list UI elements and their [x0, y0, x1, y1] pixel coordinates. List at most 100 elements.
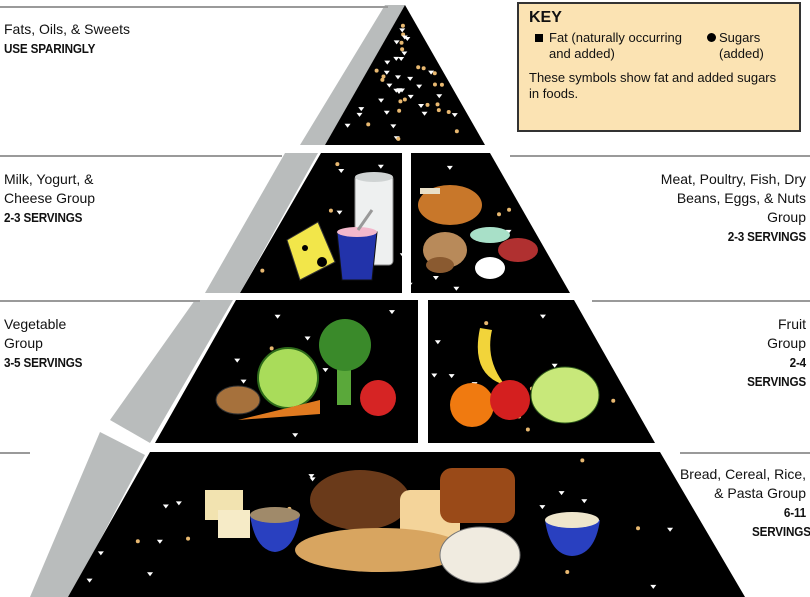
- fat-symbol: [397, 108, 402, 113]
- divider-line: [0, 155, 282, 157]
- key-fat-item: Fat (naturally occurring and added): [529, 30, 693, 62]
- side-band-2: [205, 153, 318, 293]
- sugar-symbol: [558, 491, 565, 496]
- nuts-beans-icon: [423, 232, 467, 273]
- baguette-icon: [295, 528, 465, 572]
- steak-icon: [498, 238, 538, 262]
- sugar-symbol: [338, 169, 345, 174]
- sugar-symbol: [147, 572, 154, 577]
- servings-text: 3-5 SERVINGS: [4, 355, 83, 370]
- sugar-symbol: [416, 84, 423, 89]
- fat-symbol: [432, 82, 437, 87]
- sugar-symbol: [434, 340, 441, 345]
- sugar-symbol: [551, 363, 558, 368]
- sugar-symbol: [383, 70, 390, 75]
- servings-text: 2-4 SERVINGS: [747, 355, 806, 389]
- label-vegetable-group: Vegetable Group 3-5 SERVINGS: [4, 315, 104, 372]
- fat-symbol: [439, 82, 444, 87]
- sugar-symbol: [432, 275, 439, 280]
- fat-symbol: [135, 539, 140, 544]
- sugar-symbol: [448, 374, 455, 379]
- sugar-symbol: [386, 83, 393, 88]
- sugar-symbol: [581, 499, 588, 504]
- sugar-symbol: [336, 210, 343, 215]
- label-bread-group: Bread, Cereal, Rice, & Pasta Group 6-11 …: [676, 465, 810, 541]
- sugar-symbol: [401, 35, 408, 40]
- sugar-symbol: [398, 88, 405, 93]
- label-milk-group: Milk, Yogurt, & Cheese Group 2-3 SERVING…: [4, 170, 114, 227]
- servings-text: 2-3 SERVINGS: [727, 229, 806, 244]
- fat-label: Fat (naturally occurring and added): [549, 30, 682, 61]
- sugar-symbol: [421, 111, 428, 116]
- sugar-symbol: [156, 539, 163, 544]
- fish-icon: [470, 227, 510, 243]
- carrot-icon: [238, 400, 320, 420]
- key-title: KEY: [529, 9, 562, 26]
- yogurt-cup-icon: [336, 209, 378, 281]
- fat-symbol: [398, 99, 403, 104]
- egg-icon: [475, 257, 505, 279]
- key-note: These symbols show fat and added sugars …: [529, 70, 777, 101]
- sugar-symbol: [650, 584, 657, 589]
- fat-symbol: [381, 74, 386, 79]
- cereal-bowl-icon: [250, 507, 300, 552]
- sugar-label: Sugars (added): [719, 30, 764, 61]
- sugar-symbol: [274, 314, 281, 319]
- fat-symbol: [396, 136, 401, 141]
- sugar-symbol: [436, 94, 443, 99]
- broccoli-icon: [319, 319, 371, 405]
- sugar-symbol: [667, 527, 674, 532]
- banana-icon: [477, 328, 505, 385]
- sugar-symbol: [446, 165, 453, 170]
- divider-line: [0, 300, 200, 302]
- sugar-symbol: [388, 310, 395, 315]
- sugar-symbol: [407, 76, 414, 81]
- sugar-symbol: [539, 314, 546, 319]
- fat-symbol: [425, 102, 430, 107]
- wheat-bread-icon: [440, 468, 515, 523]
- tier-fats: [325, 5, 485, 145]
- sugar-symbol: [162, 504, 169, 509]
- divider-line: [592, 300, 810, 302]
- bread-loaf-icon: [310, 470, 410, 530]
- sugar-symbol: [86, 578, 93, 583]
- sugar-symbol: [401, 51, 408, 56]
- sugar-symbol: [539, 505, 546, 510]
- fat-symbol: [432, 71, 437, 76]
- side-band-top: [300, 5, 405, 145]
- group-name: Fruit Group: [767, 316, 806, 351]
- sugar-symbol: [383, 110, 390, 115]
- fat-symbol: [525, 427, 530, 432]
- apple-icon: [490, 380, 530, 420]
- sugar-symbol: [406, 282, 413, 287]
- group-name: Milk, Yogurt, & Cheese Group: [4, 171, 96, 206]
- sugar-symbol: [407, 94, 414, 99]
- fat-symbol: [335, 162, 340, 167]
- fat-symbol: [421, 66, 426, 71]
- fat-symbol: [269, 346, 274, 351]
- tomato-icon: [360, 380, 396, 416]
- sugar-symbol: [292, 433, 299, 438]
- divider-line: [510, 155, 810, 157]
- key-sugar-item: Sugars (added): [705, 30, 789, 62]
- fat-symbol: [402, 97, 407, 102]
- fat-symbol: [436, 108, 441, 113]
- sugar-symbol: [304, 336, 311, 341]
- servings-text: USE SPARINGLY: [4, 41, 96, 56]
- potato-icon: [215, 385, 261, 415]
- fat-symbol: [565, 569, 570, 574]
- sugar-symbol: [377, 164, 384, 169]
- fat-symbol: [446, 109, 451, 114]
- group-name: Meat, Poultry, Fish, Dry Beans, Eggs, & …: [660, 171, 806, 225]
- sugar-symbol: [240, 379, 247, 384]
- sugar-symbol: [175, 501, 182, 506]
- label-fats-oils-sweets: Fats, Oils, & Sweets USE SPARINGLY: [4, 20, 130, 58]
- fat-symbol: [380, 77, 385, 82]
- orange-icon: [450, 383, 494, 427]
- fat-symbol: [507, 207, 512, 212]
- sugar-symbol: [451, 113, 458, 118]
- sugar-symbol: [398, 56, 405, 61]
- fat-sugar-symbols: [86, 23, 674, 589]
- side-band-4: [30, 432, 145, 597]
